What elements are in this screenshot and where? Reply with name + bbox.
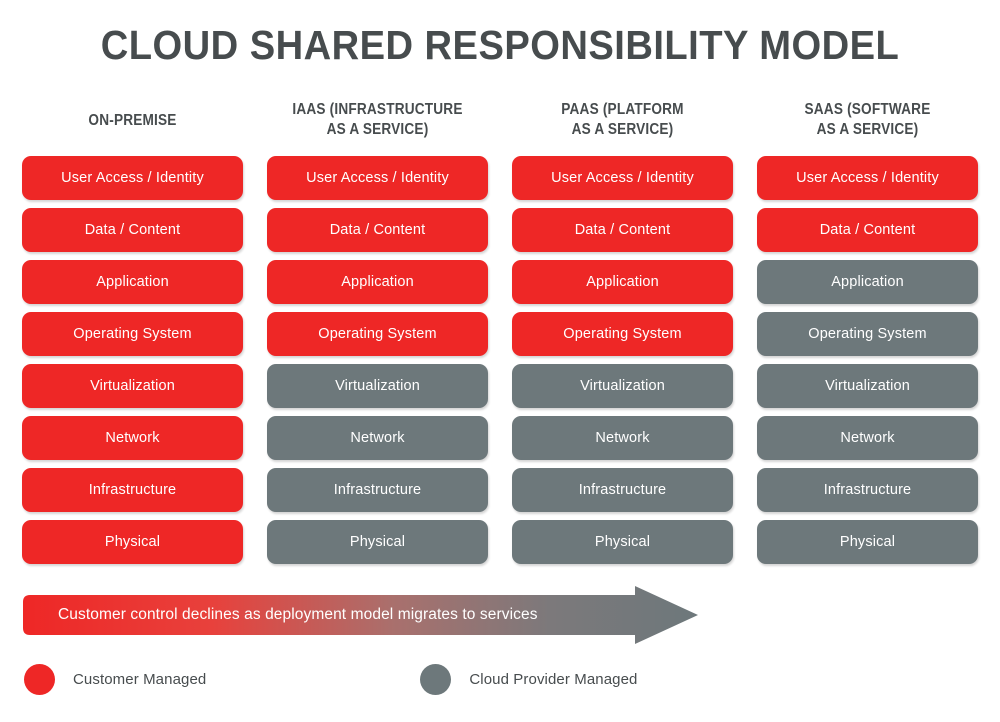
legend-label-customer-managed: Customer Managed — [73, 670, 207, 688]
matrix-row: Physical Physical Physical Physical — [22, 520, 978, 564]
cell-on-premise-infrastructure[interactable]: Infrastructure — [22, 468, 243, 512]
cell-paas-infrastructure[interactable]: Infrastructure — [512, 468, 733, 512]
page-title: CLOUD SHARED RESPONSIBILITY MODEL — [100, 22, 900, 68]
cell-iaas-application[interactable]: Application — [267, 260, 488, 304]
matrix-row: Network Network Network Network — [22, 416, 978, 460]
legend-label-provider-managed: Cloud Provider Managed — [469, 670, 638, 688]
cell-on-premise-operating-system[interactable]: Operating System — [22, 312, 243, 356]
responsibility-matrix: User Access / Identity User Access / Iden… — [22, 156, 978, 572]
cell-on-premise-physical[interactable]: Physical — [22, 520, 243, 564]
cell-iaas-network[interactable]: Network — [267, 416, 488, 460]
legend-item-provider-managed: Cloud Provider Managed — [420, 662, 637, 696]
cell-saas-network[interactable]: Network — [757, 416, 978, 460]
control-decline-arrow: Customer control declines as deployment … — [22, 584, 702, 646]
cell-saas-virtualization[interactable]: Virtualization — [757, 364, 978, 408]
cell-paas-user-access-identity[interactable]: User Access / Identity — [512, 156, 733, 200]
cell-saas-user-access-identity[interactable]: User Access / Identity — [757, 156, 978, 200]
cell-paas-virtualization[interactable]: Virtualization — [512, 364, 733, 408]
cell-paas-operating-system[interactable]: Operating System — [512, 312, 733, 356]
cell-saas-infrastructure[interactable]: Infrastructure — [757, 468, 978, 512]
matrix-row: Operating System Operating System Operatin… — [22, 312, 978, 356]
cell-iaas-data-content[interactable]: Data / Content — [267, 208, 488, 252]
column-header-row: ON-PREMISE IAAS (INFRASTRUCTURE AS A SERV… — [22, 98, 978, 146]
legend-item-customer-managed: Customer Managed — [24, 662, 206, 696]
cell-on-premise-virtualization[interactable]: Virtualization — [22, 364, 243, 408]
cell-iaas-infrastructure[interactable]: Infrastructure — [267, 468, 488, 512]
matrix-row: Data / Content Data / Content Data / Conte… — [22, 208, 978, 252]
column-header-saas: SAAS (SOFTWARE AS A SERVICE) — [804, 101, 931, 138]
arrow-shape — [23, 586, 698, 644]
cell-paas-network[interactable]: Network — [512, 416, 733, 460]
cell-saas-application[interactable]: Application — [757, 260, 978, 304]
cell-on-premise-network[interactable]: Network — [22, 416, 243, 460]
cell-saas-physical[interactable]: Physical — [757, 520, 978, 564]
cell-paas-application[interactable]: Application — [512, 260, 733, 304]
cell-iaas-physical[interactable]: Physical — [267, 520, 488, 564]
legend-dot-icon-customer-managed — [24, 663, 55, 695]
cell-saas-operating-system[interactable]: Operating System — [757, 312, 978, 356]
matrix-row: Application Application Application Applica… — [22, 260, 978, 304]
column-header-on-premise: ON-PREMISE — [88, 112, 177, 130]
cell-saas-data-content[interactable]: Data / Content — [757, 208, 978, 252]
legend-dot-icon-provider-managed — [420, 663, 452, 695]
cell-on-premise-application[interactable]: Application — [22, 260, 243, 304]
column-header-iaas: IAAS (INFRASTRUCTURE AS A SERVICE) — [292, 101, 463, 138]
cell-iaas-virtualization[interactable]: Virtualization — [267, 364, 488, 408]
matrix-row: Infrastructure Infrastructure Infrastructu… — [22, 468, 978, 512]
matrix-row: User Access / Identity User Access / Iden… — [22, 156, 978, 200]
cell-iaas-operating-system[interactable]: Operating System — [267, 312, 488, 356]
matrix-row: Virtualization Virtualization Virtualizati… — [22, 364, 978, 408]
cell-on-premise-data-content[interactable]: Data / Content — [22, 208, 243, 252]
cell-paas-data-content[interactable]: Data / Content — [512, 208, 733, 252]
legend: Customer Managed Cloud Provider Managed — [24, 662, 637, 696]
column-header-paas: PAAS (PLATFORM AS A SERVICE) — [561, 101, 684, 138]
cell-paas-physical[interactable]: Physical — [512, 520, 733, 564]
cell-on-premise-user-access-identity[interactable]: User Access / Identity — [22, 156, 243, 200]
cell-iaas-user-access-identity[interactable]: User Access / Identity — [267, 156, 488, 200]
